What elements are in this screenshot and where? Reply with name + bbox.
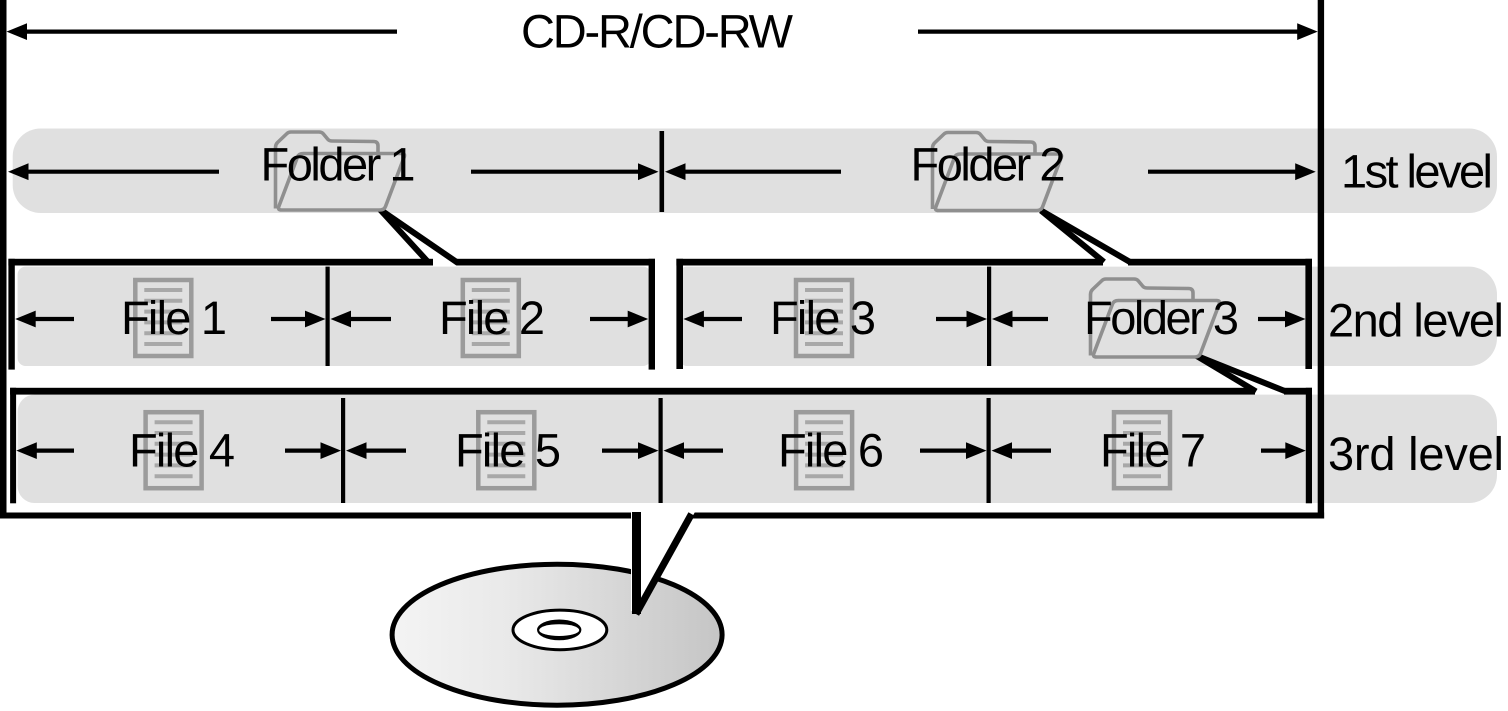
svg-text:File 2: File 2: [439, 291, 545, 344]
svg-text:3rd level: 3rd level: [1328, 427, 1504, 480]
svg-text:1st level: 1st level: [1341, 145, 1493, 198]
svg-text:File 4: File 4: [129, 424, 235, 477]
svg-text:CD-R/CD-RW: CD-R/CD-RW: [521, 5, 794, 58]
svg-text:File 1: File 1: [121, 291, 227, 344]
svg-text:2nd level: 2nd level: [1328, 294, 1504, 347]
svg-text:File 6: File 6: [778, 424, 884, 477]
svg-text:Folder 1: Folder 1: [261, 138, 416, 191]
svg-text:File 5: File 5: [455, 424, 561, 477]
svg-text:Folder 2: Folder 2: [911, 138, 1066, 191]
svg-text:Folder 3: Folder 3: [1084, 291, 1239, 344]
svg-text:File 3: File 3: [770, 291, 876, 344]
svg-text:File 7: File 7: [1100, 424, 1206, 477]
